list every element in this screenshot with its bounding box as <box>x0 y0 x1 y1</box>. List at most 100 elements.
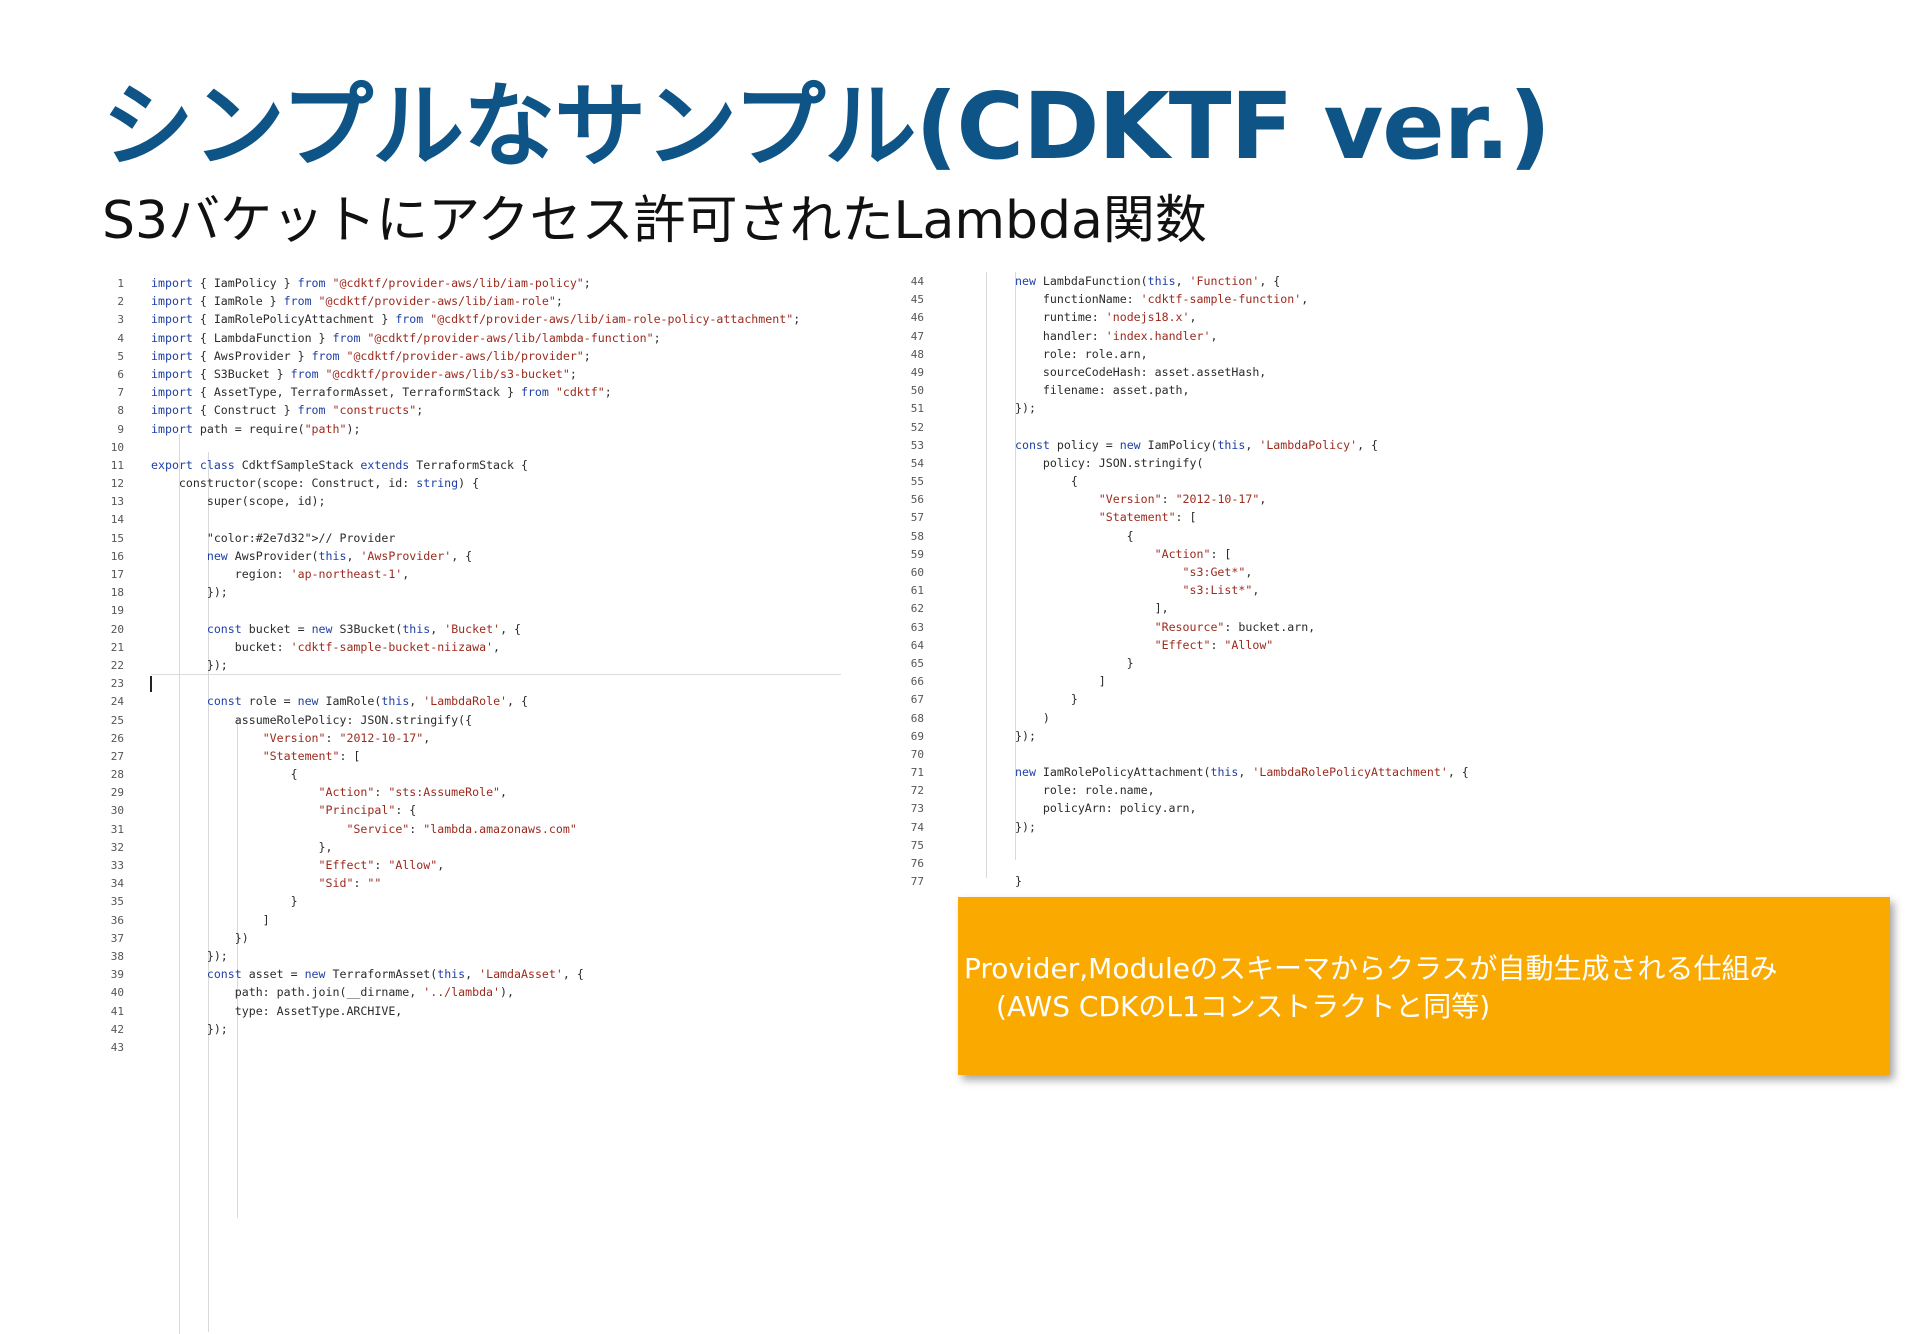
code-line: 36 ] <box>102 911 847 929</box>
code-line: 67 } <box>902 690 1482 708</box>
line-number: 11 <box>110 458 124 472</box>
line-number: 72 <box>910 784 924 798</box>
code-line: 12 constructor(scope: Construct, id: str… <box>102 474 847 492</box>
code-text: { <box>1015 474 1078 489</box>
code-line: 66 ] <box>902 672 1482 690</box>
code-line: 43 <box>102 1038 847 1056</box>
code-line: 65 } <box>902 654 1482 672</box>
code-text: const bucket = new S3Bucket(this, 'Bucke… <box>206 621 522 636</box>
code-line: 47 handler: 'index.handler', <box>902 327 1482 345</box>
line-number: 9 <box>117 422 124 436</box>
code-text: import path = require("path"); <box>151 421 361 436</box>
line-number: 40 <box>110 986 124 1000</box>
code-line: 57 "Statement": [ <box>902 508 1482 526</box>
code-line: 10 <box>102 438 847 456</box>
code-line: 25 assumeRolePolicy: JSON.stringify({ <box>102 711 847 729</box>
code-line: 14 <box>102 510 847 528</box>
code-text: import { AwsProvider } from "@cdktf/prov… <box>151 348 591 363</box>
code-text: const policy = new IamPolicy(this, 'Lamb… <box>1015 437 1379 452</box>
line-number: 63 <box>910 620 924 634</box>
line-number: 75 <box>910 838 924 852</box>
line-number: 68 <box>910 711 924 725</box>
code-text: import { IamRole } from "@cdktf/provider… <box>151 294 563 309</box>
code-line: 28 { <box>102 765 847 783</box>
line-number: 27 <box>110 749 124 763</box>
line-number: 20 <box>110 622 124 636</box>
indent-guide <box>1015 272 1016 860</box>
indent-guide <box>237 718 238 1218</box>
code-text: role: role.arn, <box>1015 346 1148 361</box>
code-text: } <box>1015 655 1134 670</box>
code-text: runtime: 'nodejs18.x', <box>1015 310 1197 325</box>
line-number: 54 <box>910 456 924 470</box>
code-text: }) <box>151 930 249 945</box>
line-number: 60 <box>910 566 924 579</box>
code-text: new LambdaFunction(this, 'Function', { <box>1015 274 1281 288</box>
code-line: 72 role: role.name, <box>902 781 1482 799</box>
code-text: role: role.name, <box>1015 783 1155 798</box>
line-number: 17 <box>110 568 124 581</box>
line-number: 56 <box>910 493 924 507</box>
code-line: 68 ) <box>902 709 1482 727</box>
code-line: 40 path: path.join(__dirname, '../lambda… <box>102 983 847 1001</box>
code-line: 39 const asset = new TerraformAsset(this… <box>102 965 847 983</box>
line-number: 32 <box>110 840 124 854</box>
code-line: 71 new IamRolePolicyAttachment(this, 'Lam… <box>902 763 1482 781</box>
line-number: 13 <box>110 495 124 509</box>
code-text: "Action": [ <box>1154 546 1232 561</box>
line-number: 36 <box>110 913 124 927</box>
code-text: handler: 'index.handler', <box>1015 328 1218 343</box>
code-line: 49 sourceCodeHash: asset.assetHash, <box>902 363 1482 381</box>
code-line: 27 "Statement": [ <box>102 747 847 765</box>
code-text: const role = new IamRole(this, 'LambdaRo… <box>206 694 528 709</box>
indent-guide <box>179 434 180 1334</box>
line-number: 30 <box>110 804 124 818</box>
line-number: 7 <box>117 386 124 400</box>
indent-guide <box>208 452 209 1332</box>
code-line: 56 "Version": "2012-10-17", <box>902 490 1482 508</box>
code-text: "Sid": "" <box>318 876 382 891</box>
line-number: 5 <box>117 349 124 363</box>
code-text: ], <box>1015 601 1169 616</box>
code-text: "Effect": "Allow", <box>318 858 445 872</box>
code-text: super(scope, id); <box>151 494 326 509</box>
code-text: new IamRolePolicyAttachment(this, 'Lambd… <box>1015 765 1469 780</box>
code-line: 35 } <box>102 892 847 910</box>
line-number: 46 <box>910 311 924 325</box>
line-number: 28 <box>110 768 124 782</box>
code-line: 58 { <box>902 527 1482 545</box>
line-number: 16 <box>110 549 124 563</box>
line-number: 37 <box>110 931 124 945</box>
line-number: 15 <box>110 531 124 545</box>
code-line: 21 bucket: 'cdktf-sample-bucket-niizawa'… <box>102 638 847 656</box>
line-number: 67 <box>910 693 924 707</box>
code-text: ) <box>1015 710 1050 725</box>
code-line: 64 "Effect": "Allow" <box>902 636 1482 654</box>
code-line: 18 }); <box>102 583 847 601</box>
line-number: 25 <box>110 713 124 727</box>
code-line: 55 { <box>902 472 1482 490</box>
callout-line-1: Provider,Moduleのスキーマからクラスが自動生成される仕組み <box>964 952 1778 985</box>
code-line: 33 "Effect": "Allow", <box>102 856 847 874</box>
line-number: 6 <box>117 367 124 381</box>
code-line: 51}); <box>902 399 1482 417</box>
code-line: 74}); <box>902 818 1482 836</box>
line-number: 71 <box>910 766 924 780</box>
line-number: 35 <box>110 895 124 909</box>
line-number: 43 <box>110 1040 124 1054</box>
line-number: 21 <box>110 640 124 654</box>
code-line: 22 }); <box>102 656 847 674</box>
line-number: 22 <box>110 658 124 672</box>
line-number: 57 <box>910 511 924 525</box>
code-text: }); <box>151 1021 228 1036</box>
line-number: 58 <box>910 529 924 543</box>
line-number: 18 <box>110 586 124 600</box>
code-line: 42 }); <box>102 1020 847 1038</box>
line-number: 1 <box>117 277 124 290</box>
code-text: }); <box>151 948 228 963</box>
